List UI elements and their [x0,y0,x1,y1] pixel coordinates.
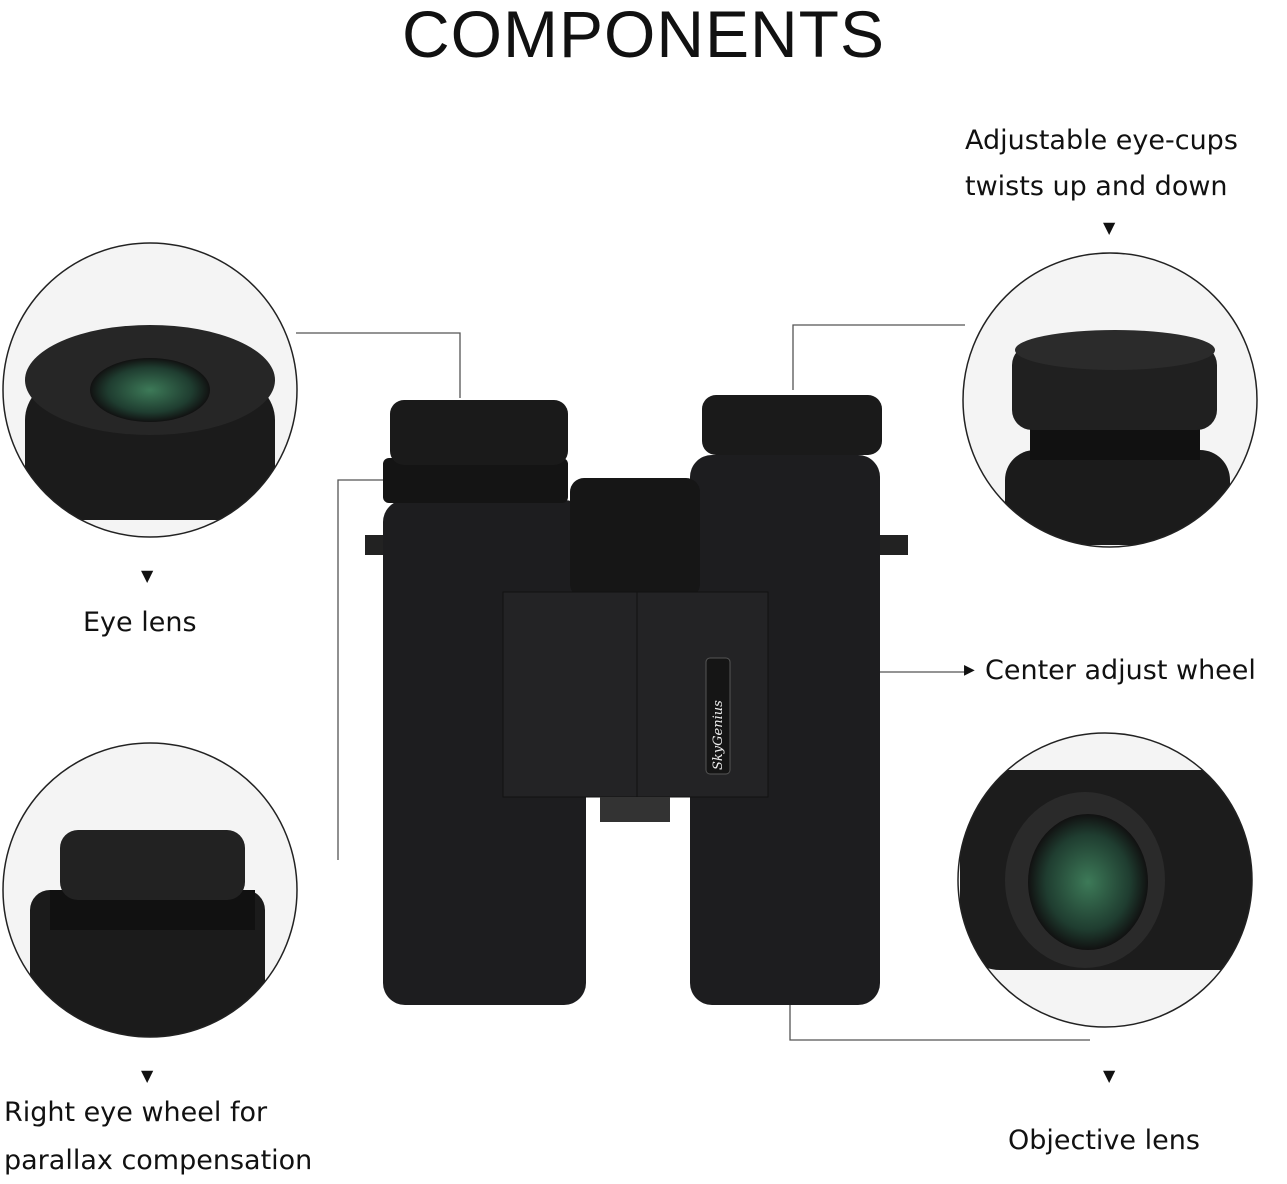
detail-right-eye-wheel [3,743,297,1037]
label-eye-cups-1: Adjustable eye-cups [965,125,1238,156]
detail-eye-cups [963,253,1257,547]
brand-logo: SkyGenius [711,700,726,770]
binoculars [365,395,908,1005]
label-right-eye-1: Right eye wheel for [4,1097,268,1128]
detail-objective-lens [958,733,1252,1027]
detail-circle-outlines [2,242,1258,1038]
label-center-wheel: Center adjust wheel [985,655,1256,686]
detail-eye-lens [3,243,297,537]
page-title: COMPONENTS [401,0,886,71]
arrow-right-icon: ▶ [964,662,975,678]
label-eye-cups-2: twists up and down [965,171,1228,202]
label-right-eye-2: parallax compensation [4,1145,313,1176]
arrow-down-icon: ▼ [1103,1066,1116,1085]
arrow-down-icon: ▼ [1103,218,1116,237]
label-objective-lens: Objective lens [1008,1125,1200,1156]
arrow-down-icon: ▼ [141,566,154,585]
label-eye-lens: Eye lens [83,607,197,638]
arrow-down-icon: ▼ [141,1066,154,1085]
